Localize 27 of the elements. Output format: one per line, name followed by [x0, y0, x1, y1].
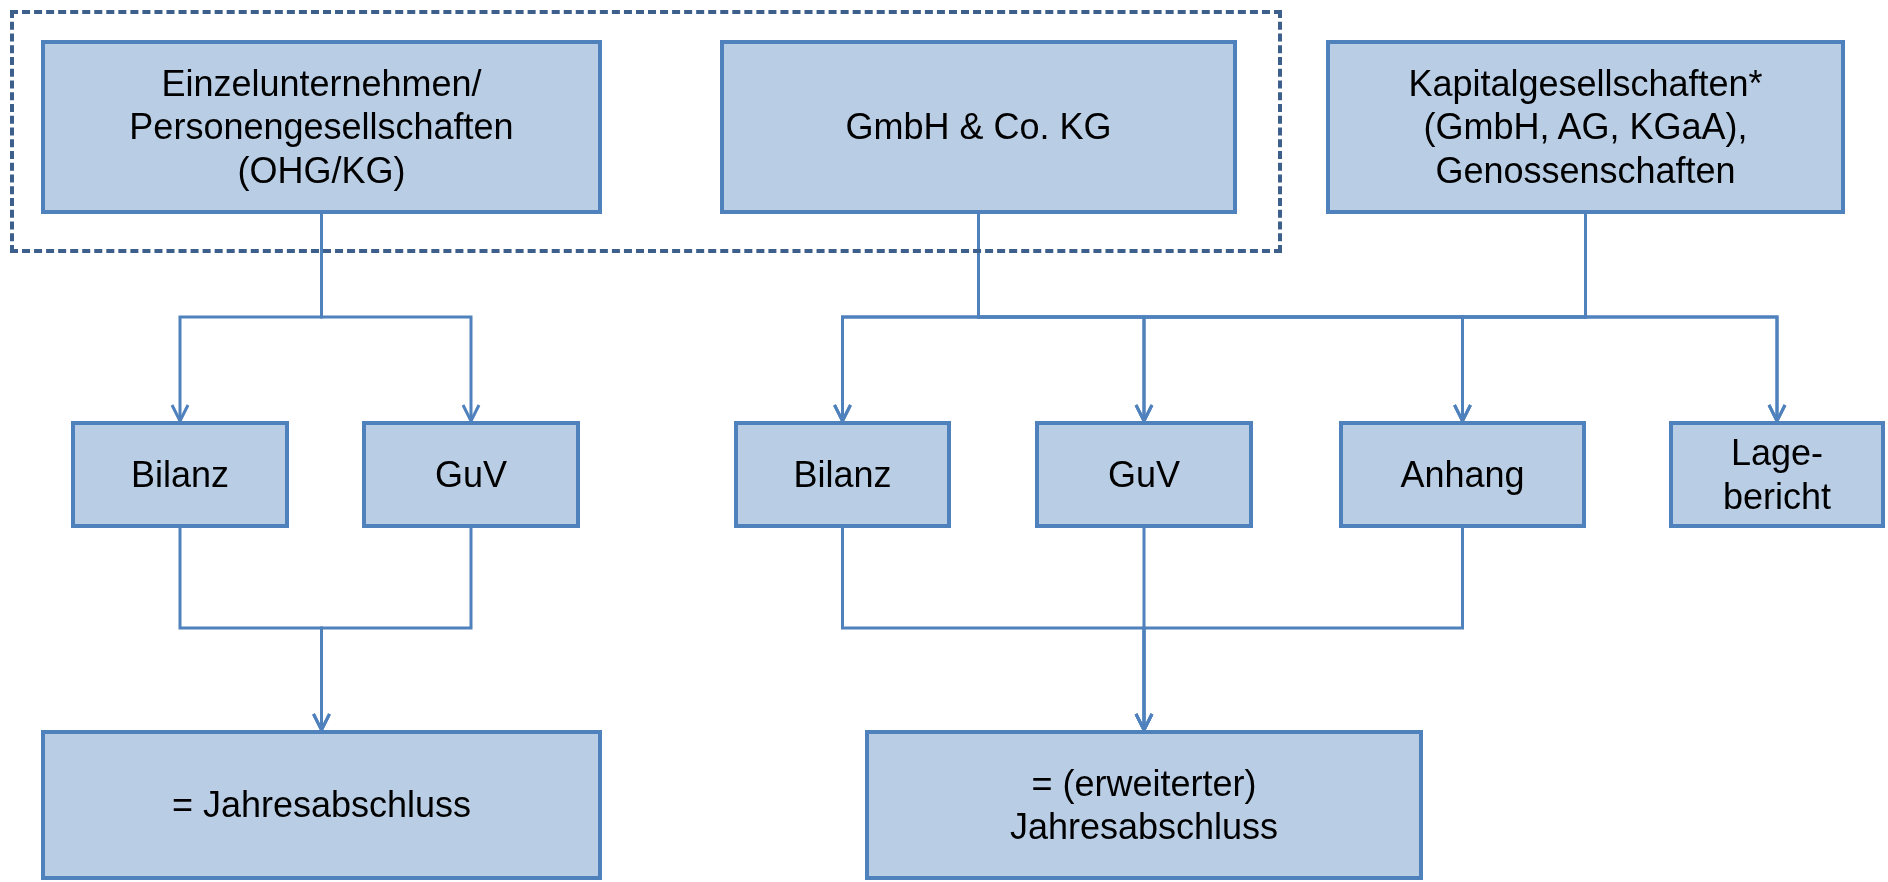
process-box [41, 730, 602, 880]
process-box [362, 421, 580, 528]
box-label: GuV [1107, 452, 1180, 497]
connector-arrow [312, 528, 473, 732]
process-box [1035, 421, 1253, 528]
process-box [41, 40, 602, 214]
box-label: Bilanz [130, 452, 230, 497]
box-label: GuV [434, 452, 507, 497]
box-label: GmbH & Co. KG [845, 105, 1112, 149]
process-box [734, 421, 951, 528]
connector-arrow [1584, 214, 1787, 423]
box-label: = (erweiterter) Jahresabschluss [1008, 761, 1280, 849]
dashed-group-box [10, 10, 1282, 253]
process-box [1339, 421, 1586, 528]
box-label: Kapitalgesellschaften* (GmbH, AG, KGaA), Genossenschaften [1407, 62, 1764, 192]
box-label: = Jahresabschluss [171, 783, 472, 827]
connector-arrow [320, 214, 481, 423]
process-box [71, 421, 289, 528]
box-label: Bilanz [793, 452, 892, 497]
process-box [865, 730, 1423, 880]
box-label: Einzelunternehmen/ Personengesellschaften (OHG/KG) [128, 62, 515, 192]
process-box [1326, 40, 1845, 214]
process-box [1669, 421, 1885, 528]
box-label: Lage- bericht [1721, 431, 1833, 518]
process-box [720, 40, 1237, 214]
connector-arrow [1134, 528, 1464, 732]
box-label: Anhang [1400, 452, 1525, 497]
